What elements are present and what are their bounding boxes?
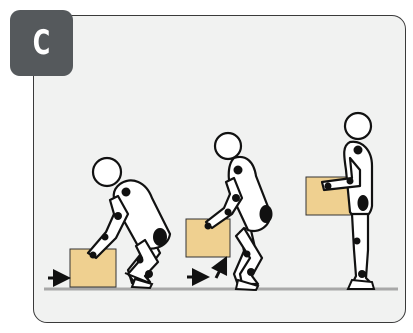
- person-lifting-icon: [186, 133, 273, 290]
- up-right-arrow-icon: [216, 264, 223, 278]
- person-squatting-icon: [70, 158, 170, 288]
- person-standing-icon: [306, 113, 374, 289]
